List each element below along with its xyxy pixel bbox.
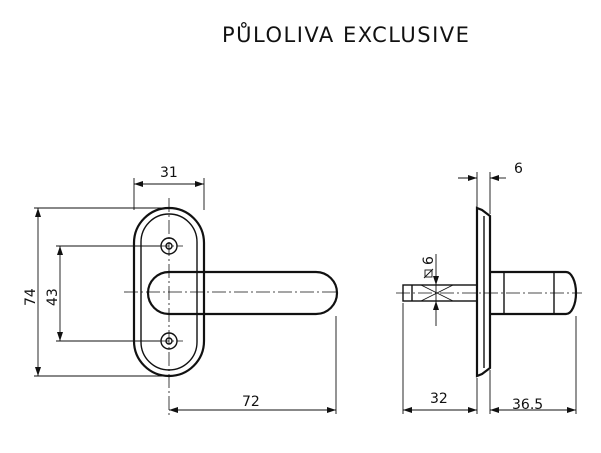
side-view: 6 6 32 36.5	[396, 161, 582, 414]
front-view: 31 74 43 72	[23, 165, 339, 418]
dim-label-6: 6	[514, 161, 523, 177]
square-symbol	[424, 269, 433, 278]
dim-spindle-length: 32	[402, 303, 478, 414]
dim-label-square-6: 6	[421, 256, 437, 265]
dim-label-43: 43	[45, 288, 61, 306]
dim-rose-width: 31	[133, 165, 205, 210]
dim-screw-spacing: 43	[45, 245, 160, 342]
drawing-title: PŮLOLIVA EXCLUSIVE	[222, 21, 470, 47]
dim-square-spindle: 6	[421, 254, 439, 326]
rose-profile	[475, 206, 492, 378]
dim-rose-height: 74	[23, 207, 168, 377]
dim-rose-thickness: 6	[458, 161, 523, 214]
dim-lever-length: 72	[169, 316, 337, 414]
dim-lever-depth: 36.5	[489, 316, 577, 414]
dim-label-31: 31	[160, 165, 178, 181]
dim-label-36-5: 36.5	[512, 397, 543, 413]
lever-handle	[146, 270, 339, 316]
dim-label-72: 72	[242, 394, 260, 410]
dim-label-32: 32	[430, 391, 448, 407]
dim-label-74: 74	[23, 288, 39, 306]
